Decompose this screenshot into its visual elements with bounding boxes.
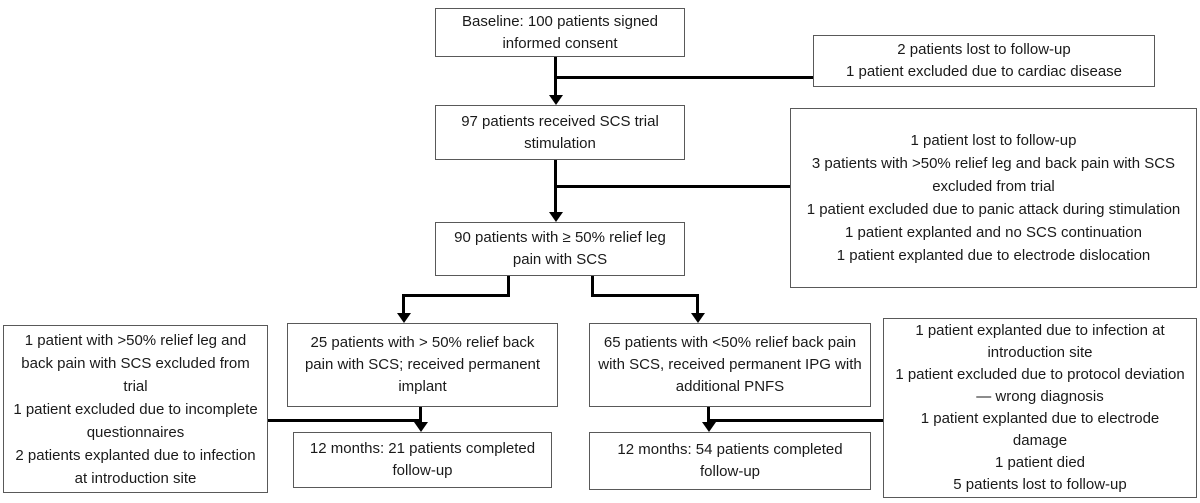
- connector-to-right-exclusions: [710, 419, 883, 422]
- exclusion-item: 3 patients with >50% relief leg and back…: [811, 155, 1176, 195]
- connector-to-baseline-exclusions: [555, 76, 813, 79]
- box-followup-scs-text: 12 months: 21 patients completed follow-…: [309, 440, 536, 479]
- box-pnfs-permanent-ipg: 65 patients with <50% relief back pain w…: [589, 323, 871, 407]
- connector-relief-branch-right-down: [696, 294, 699, 314]
- exclusion-item: 5 patients lost to follow-up: [953, 476, 1127, 493]
- box-baseline: Baseline: 100 patients signed informed c…: [435, 8, 685, 57]
- arrowhead-followup-scs: [414, 422, 428, 432]
- box-followup-pnfs: 12 months: 54 patients completed follow-…: [589, 432, 871, 490]
- arrowhead-followup-pnfs: [702, 422, 716, 432]
- exclusion-item: 1 patient excluded due to cardiac diseas…: [845, 63, 1123, 80]
- exclusion-item: 1 patient with >50% relief leg and back …: [21, 331, 250, 395]
- exclusion-item: 1 patient excluded due to panic attack d…: [806, 201, 1181, 218]
- box-exclusions-after-baseline: 2 patients lost to follow-up 1 patient e…: [813, 35, 1155, 87]
- exclusion-item: 1 patient lost to follow-up: [910, 132, 1077, 149]
- box-trial-text: 97 patients received SCS trial stimulati…: [461, 112, 659, 152]
- connector-scs-to-followup: [419, 407, 422, 424]
- box-exclusions-right-branch: 1 patient explanted due to infection at …: [883, 318, 1197, 498]
- box-exclusions-left-branch: 1 patient with >50% relief leg and back …: [3, 325, 268, 493]
- connector-relief-branch-left-down: [402, 294, 405, 314]
- exclusion-item: 1 patient excluded due to incomplete que…: [13, 400, 258, 441]
- exclusion-item: 1 patient died: [994, 454, 1086, 471]
- connector-to-trial-exclusions: [555, 185, 790, 188]
- arrowhead-relief: [549, 212, 563, 222]
- box-scs-permanent-implant: 25 patients with > 50% relief back pain …: [287, 323, 558, 407]
- box-followup-pnfs-text: 12 months: 54 patients completed follow-…: [617, 441, 843, 480]
- box-relief-text: 90 patients with ≥ 50% relief leg pain w…: [454, 229, 666, 268]
- connector-relief-branch-left-drop: [507, 276, 510, 297]
- exclusion-item: 1 patient explanted due to electrode dam…: [920, 410, 1160, 449]
- exclusion-item: 1 patient excluded due to protocol devia…: [895, 366, 1185, 405]
- connector-relief-branch-right-horizontal: [591, 294, 699, 297]
- box-exclusions-after-trial: 1 patient lost to follow-up 3 patients w…: [790, 108, 1197, 288]
- box-followup-scs: 12 months: 21 patients completed follow-…: [293, 432, 552, 488]
- connector-from-left-exclusions: [268, 419, 422, 422]
- box-baseline-text: Baseline: 100 patients signed informed c…: [462, 12, 658, 52]
- box-trial-stimulation: 97 patients received SCS trial stimulati…: [435, 105, 685, 160]
- box-scs-text: 25 patients with > 50% relief back pain …: [304, 334, 541, 395]
- exclusion-item: 2 patients explanted due to infection at…: [15, 446, 256, 487]
- arrowhead-scs-branch: [397, 313, 411, 323]
- exclusion-item: 1 patient explanted due to electrode dis…: [836, 247, 1151, 264]
- box-relief-leg-pain: 90 patients with ≥ 50% relief leg pain w…: [435, 222, 685, 276]
- connector-relief-branch-left-horizontal: [402, 294, 510, 297]
- connector-relief-branch-right-drop: [591, 276, 594, 297]
- arrowhead-pnfs-branch: [691, 313, 705, 323]
- box-pnfs-text: 65 patients with <50% relief back pain w…: [598, 334, 862, 395]
- connector-pnfs-to-followup: [707, 407, 710, 424]
- exclusion-item: 1 patient explanted due to infection at …: [915, 322, 1165, 361]
- arrowhead-trial: [549, 95, 563, 105]
- exclusion-item: 1 patient explanted and no SCS continuat…: [845, 224, 1142, 241]
- exclusion-item: 2 patients lost to follow-up: [897, 41, 1071, 58]
